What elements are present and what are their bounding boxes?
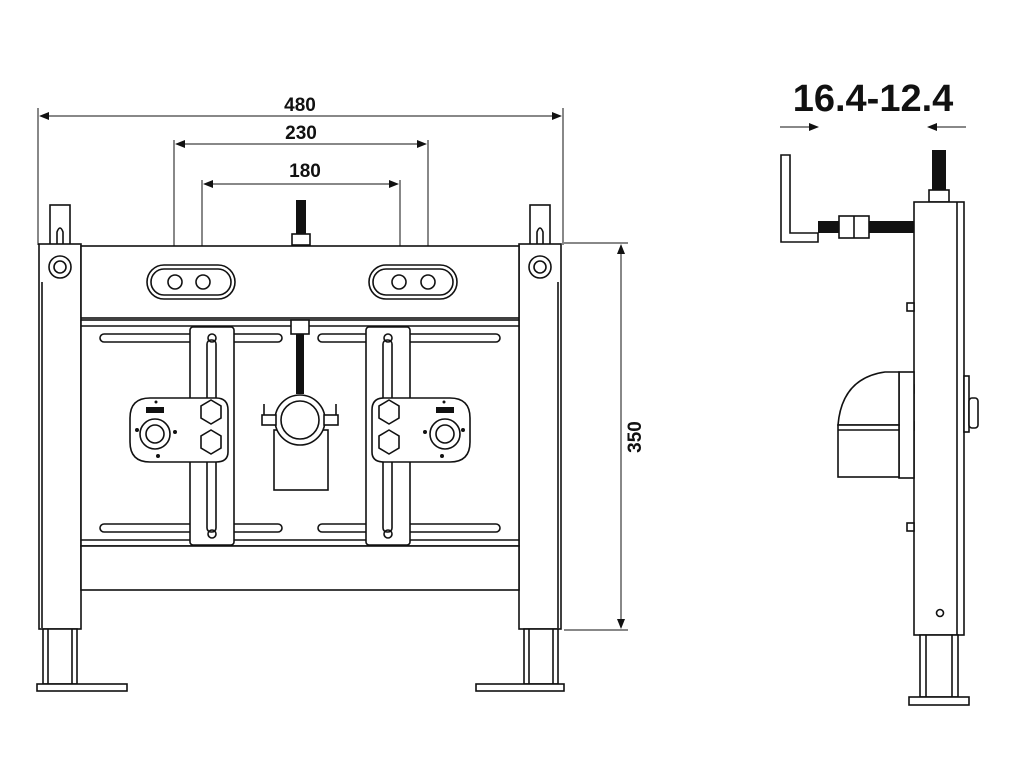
dimension-label-180: 180 — [289, 161, 321, 182]
dimension-label-depth: 16.4-12.4 — [793, 78, 954, 120]
top-hooks — [49, 204, 551, 246]
top-rail — [80, 245, 520, 319]
dimension-label-480: 480 — [284, 95, 316, 116]
right-wall-elbow — [371, 397, 471, 463]
dimension-depth-range: 16.4-12.4 — [780, 78, 966, 131]
side-column — [906, 201, 965, 636]
top-threaded-rod — [291, 200, 311, 246]
left-post — [38, 243, 82, 630]
right-leg — [475, 628, 565, 692]
dimension-overall-width: 480 — [37, 95, 564, 245]
side-top-rod — [928, 150, 950, 203]
dimension-label-350: 350 — [625, 421, 646, 453]
wall-bracket — [780, 154, 819, 243]
front-view: 480 230 180 350 — [36, 95, 646, 692]
left-wall-elbow — [129, 397, 229, 463]
right-post — [518, 243, 562, 630]
left-leg — [36, 628, 128, 692]
bottom-rail — [80, 545, 520, 591]
side-view: 16.4-12.4 — [780, 78, 979, 706]
dimension-label-230: 230 — [285, 123, 317, 144]
side-leg — [908, 634, 970, 706]
center-pipe-clamp — [261, 319, 339, 491]
dimension-height: 350 — [564, 242, 646, 631]
adjustment-rod — [818, 215, 914, 239]
side-elbow — [837, 371, 979, 479]
